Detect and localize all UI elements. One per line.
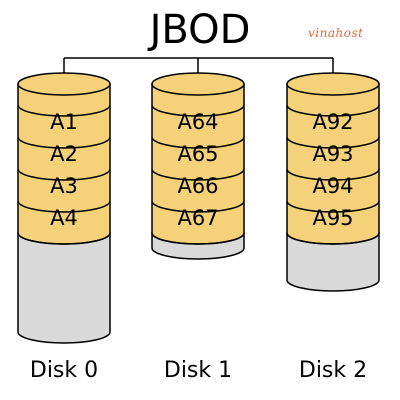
block-separator xyxy=(151,168,245,181)
disk-free-space xyxy=(286,232,380,292)
block-separator xyxy=(151,136,245,149)
block-label: A92 xyxy=(312,110,353,134)
block-label: A94 xyxy=(312,174,353,198)
block-label: A4 xyxy=(50,206,78,230)
block-separator xyxy=(17,232,111,245)
block-separator xyxy=(17,168,111,181)
disk-top xyxy=(17,72,111,96)
block-separator xyxy=(151,200,245,213)
block-label: A93 xyxy=(312,142,353,166)
block-separator xyxy=(286,232,380,245)
block-separator xyxy=(286,168,380,181)
block-label: A2 xyxy=(50,142,78,166)
block-label: A67 xyxy=(177,206,218,230)
block-separator xyxy=(151,104,245,117)
disk-label: Disk 2 xyxy=(299,358,367,383)
block-separator xyxy=(17,104,111,117)
block-separator xyxy=(17,200,111,213)
block-separator xyxy=(286,136,380,149)
disk-label: Disk 1 xyxy=(164,358,232,383)
block-label: A95 xyxy=(312,206,353,230)
diagram-title: JBOD xyxy=(147,7,251,53)
block-label: A65 xyxy=(177,142,218,166)
block-label: A3 xyxy=(50,174,78,198)
block-separator xyxy=(17,136,111,149)
block-label: A66 xyxy=(177,174,218,198)
block-label: A64 xyxy=(177,110,218,134)
disk-free-space xyxy=(17,232,111,344)
watermark-logo: vinahost xyxy=(308,26,363,40)
disk-label: Disk 0 xyxy=(30,358,98,383)
block-separator xyxy=(151,232,245,245)
block-separator xyxy=(286,104,380,117)
block-label: A1 xyxy=(50,110,78,134)
block-separator xyxy=(286,200,380,213)
disk-top xyxy=(286,72,380,96)
disk-top xyxy=(151,72,245,96)
